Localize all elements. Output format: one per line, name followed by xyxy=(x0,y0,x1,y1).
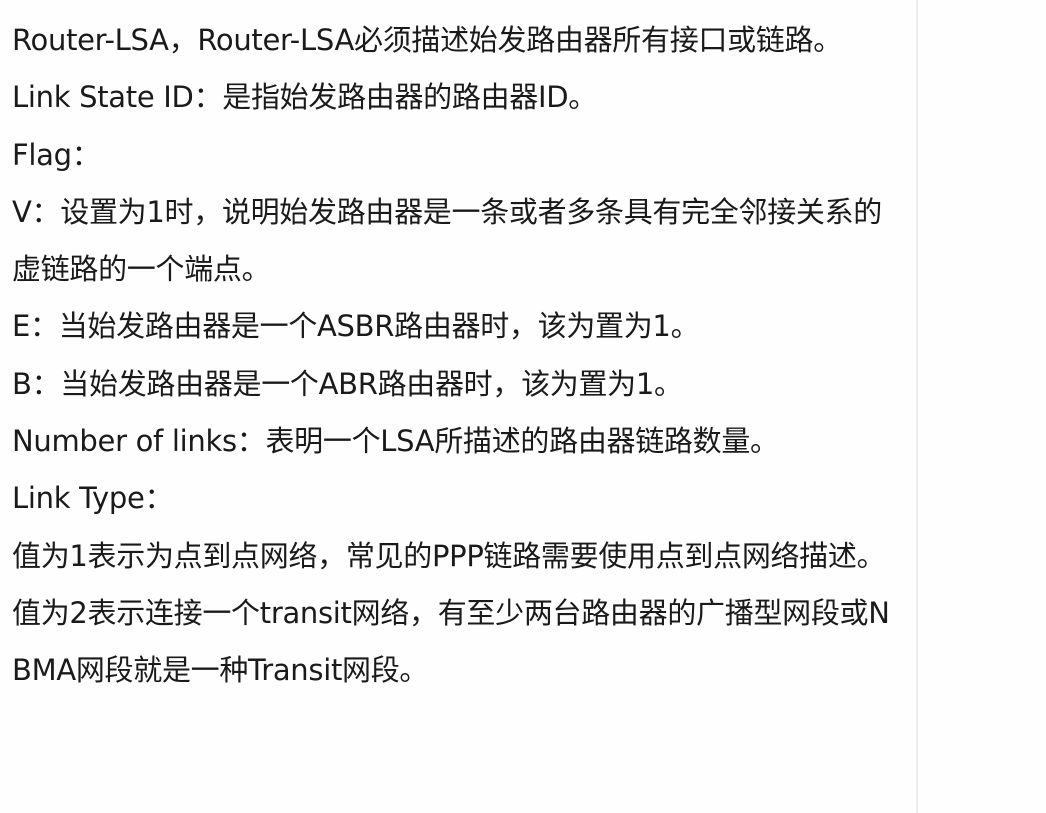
paragraph-link-type-2: 值为2表示连接一个transit网络，有至少两台路由器的广播型网段或NBMA网段… xyxy=(12,595,890,688)
paragraph-number-of-links: Number of links：表明一个LSA所描述的路由器链路数量。 xyxy=(12,424,779,459)
paragraph-link-type-heading: Link Type： xyxy=(12,481,174,516)
paragraph-flag-heading: Flag： xyxy=(12,137,101,172)
right-blank-pane xyxy=(918,0,1046,813)
paragraph-link-type-1: 值为1表示为点到点网络，常见的PPP链路需要使用点到点网络描述。 xyxy=(12,538,886,573)
paragraph-flag-b: B：当始发路由器是一个ABR路由器时，该为置为1。 xyxy=(12,366,683,401)
paragraph-router-lsa: Router-LSA，Router-LSA必须描述始发路由器所有接口或链路。 xyxy=(12,23,842,57)
vertical-divider xyxy=(916,0,918,813)
document-body: Router-LSA，Router-LSA必须描述始发路由器所有接口或链路。 L… xyxy=(12,12,902,700)
paragraph-flag-v: V：设置为1时，说明始发路由器是一条或者多条具有完全邻接关系的虚链路的一个端点。 xyxy=(12,194,882,287)
paragraph-flag-e: E：当始发路由器是一个ASBR路由器时，该为置为1。 xyxy=(12,309,700,344)
paragraph-link-state-id: Link State ID：是指始发路由器的路由器ID。 xyxy=(12,80,597,115)
